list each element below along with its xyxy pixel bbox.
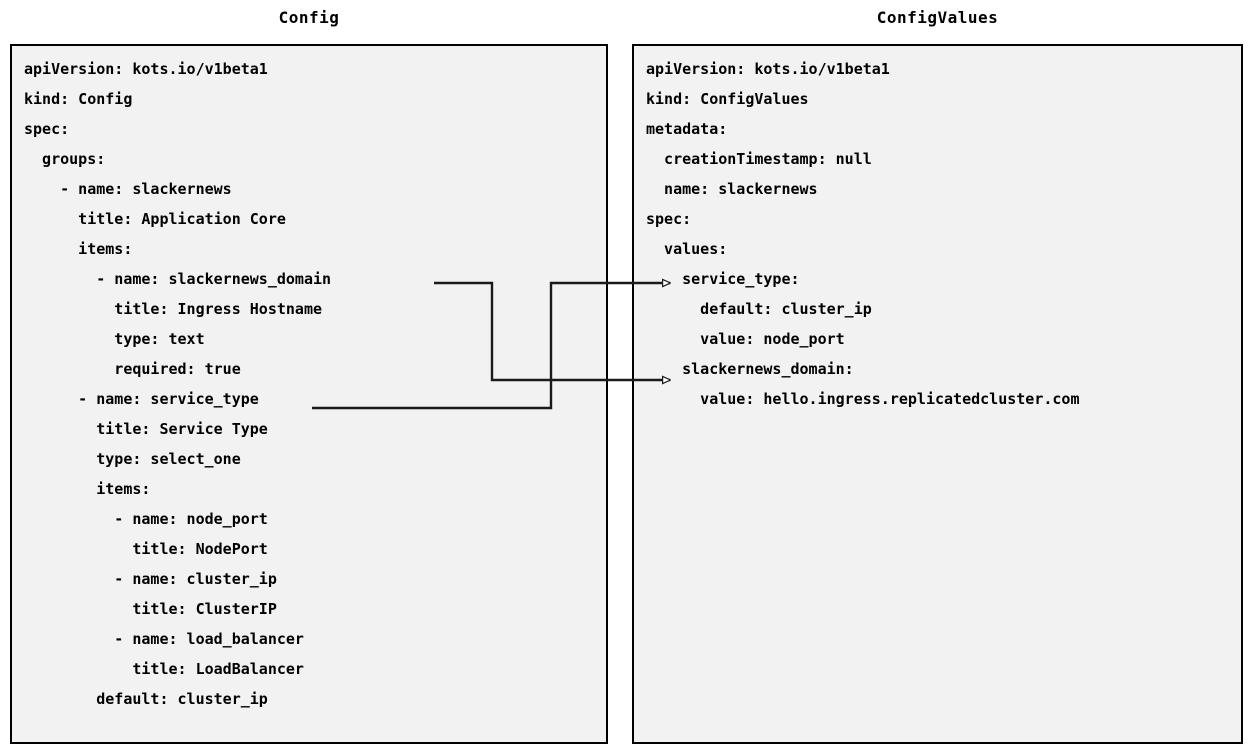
config-yaml-line: items: (24, 480, 151, 498)
config-yaml-line: - name: service_type (24, 390, 259, 408)
configvalues-yaml-line: creationTimestamp: null (646, 150, 872, 168)
config-panel: apiVersion: kots.io/v1beta1 kind: Config s… (10, 44, 608, 744)
config-panel-title: Config (278, 8, 340, 27)
config-yaml-line: - name: cluster_ip (24, 570, 277, 588)
config-yaml-line: title: ClusterIP (24, 600, 277, 618)
configvalues-yaml-line: values: (646, 240, 728, 258)
config-yaml-line: - name: node_port (24, 510, 268, 528)
config-yaml-line: groups: (24, 150, 106, 168)
config-yaml-line: kind: Config (24, 90, 133, 108)
config-yaml-line: title: Service Type (24, 420, 268, 438)
config-yaml-line: title: NodePort (24, 540, 268, 558)
configvalues-yaml-line: spec: (646, 210, 692, 228)
configvalues-yaml-line: slackernews_domain: (646, 360, 854, 378)
config-yaml-line: items: (24, 240, 133, 258)
configvalues-yaml-line: metadata: (646, 120, 728, 138)
config-yaml-line: type: text (24, 330, 205, 348)
configvalues-yaml-line: service_type: (646, 270, 800, 288)
config-yaml-body: apiVersion: kots.io/v1beta1 kind: Config s… (24, 54, 602, 714)
config-yaml-line: title: Application Core (24, 210, 286, 228)
configvalues-yaml-line: apiVersion: kots.io/v1beta1 (646, 60, 890, 78)
config-yaml-line: - name: slackernews (24, 180, 232, 198)
configvalues-panel: apiVersion: kots.io/v1beta1 kind: ConfigV… (632, 44, 1243, 744)
configvalues-yaml-line: default: cluster_ip (646, 300, 872, 318)
config-yaml-line: type: select_one (24, 450, 241, 468)
config-yaml-line: apiVersion: kots.io/v1beta1 (24, 60, 268, 78)
configvalues-yaml-line: value: hello.ingress.replicatedcluster.c… (646, 390, 1080, 408)
configvalues-yaml-line: value: node_port (646, 330, 845, 348)
config-yaml-line: - name: slackernews_domain (24, 270, 332, 288)
config-yaml-line: - name: load_balancer (24, 630, 304, 648)
config-yaml-line: title: Ingress Hostname (24, 300, 323, 318)
config-yaml-line: required: true (24, 360, 241, 378)
config-yaml-line: title: LoadBalancer (24, 660, 304, 678)
configvalues-panel-title: ConfigValues (876, 8, 999, 27)
configvalues-yaml-line: kind: ConfigValues (646, 90, 809, 108)
configvalues-yaml-body: apiVersion: kots.io/v1beta1 kind: ConfigV… (646, 54, 1237, 414)
config-yaml-line: default: cluster_ip (24, 690, 268, 708)
config-yaml-line: spec: (24, 120, 70, 138)
configvalues-yaml-line: name: slackernews (646, 180, 818, 198)
